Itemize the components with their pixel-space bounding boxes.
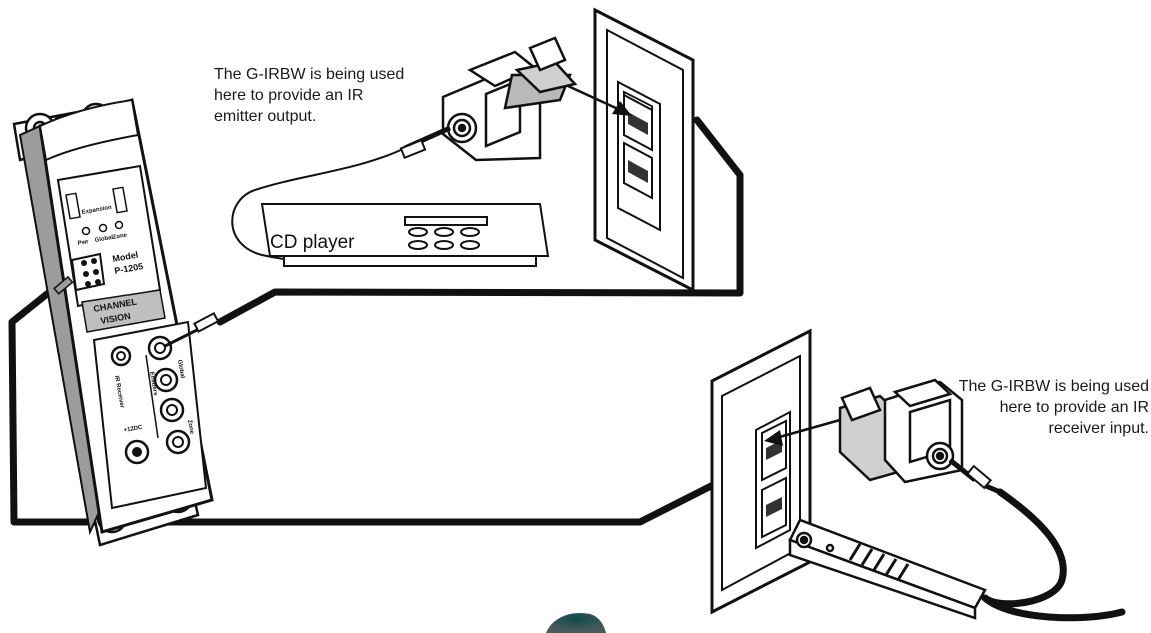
receiver-annotation-line-3: receiver input. [848, 418, 1149, 439]
power-jack [126, 441, 148, 463]
receiver-annotation-line-2: here to provide an IR [848, 397, 1149, 418]
emitter-jack-global-2 [155, 369, 177, 391]
emitter-jack-global-1 [149, 337, 171, 359]
ir-receiver-sensor [790, 520, 985, 618]
receiver-thin-cable [950, 460, 1000, 492]
receiver-annotation: The G-IRBW is being used here to provide… [848, 376, 1149, 439]
receiver-wall-plate [712, 331, 810, 612]
emitter-wall-plate [595, 10, 693, 290]
emitter-annotation-line-2: here to provide an IR [214, 85, 474, 106]
decorative-disc [546, 613, 606, 633]
cable-ir-receiver-loop [985, 492, 1063, 604]
ir-receiver-jack [112, 347, 130, 365]
emitter-annotation-line-3: emitter output. [214, 106, 474, 127]
cd-player-label: CD player [270, 232, 354, 254]
channel-vision-hub: Expansion Pwr Global Zone Model P-1205 C… [14, 100, 212, 545]
emitter-jack-zone-2 [167, 431, 189, 453]
emitter-jack-zone-1 [161, 399, 183, 421]
emitter-annotation: The G-IRBW is being used here to provide… [214, 64, 474, 127]
receiver-annotation-line-1: The G-IRBW is being used [848, 376, 1149, 397]
emitter-annotation-line-1: The G-IRBW is being used [214, 64, 474, 85]
